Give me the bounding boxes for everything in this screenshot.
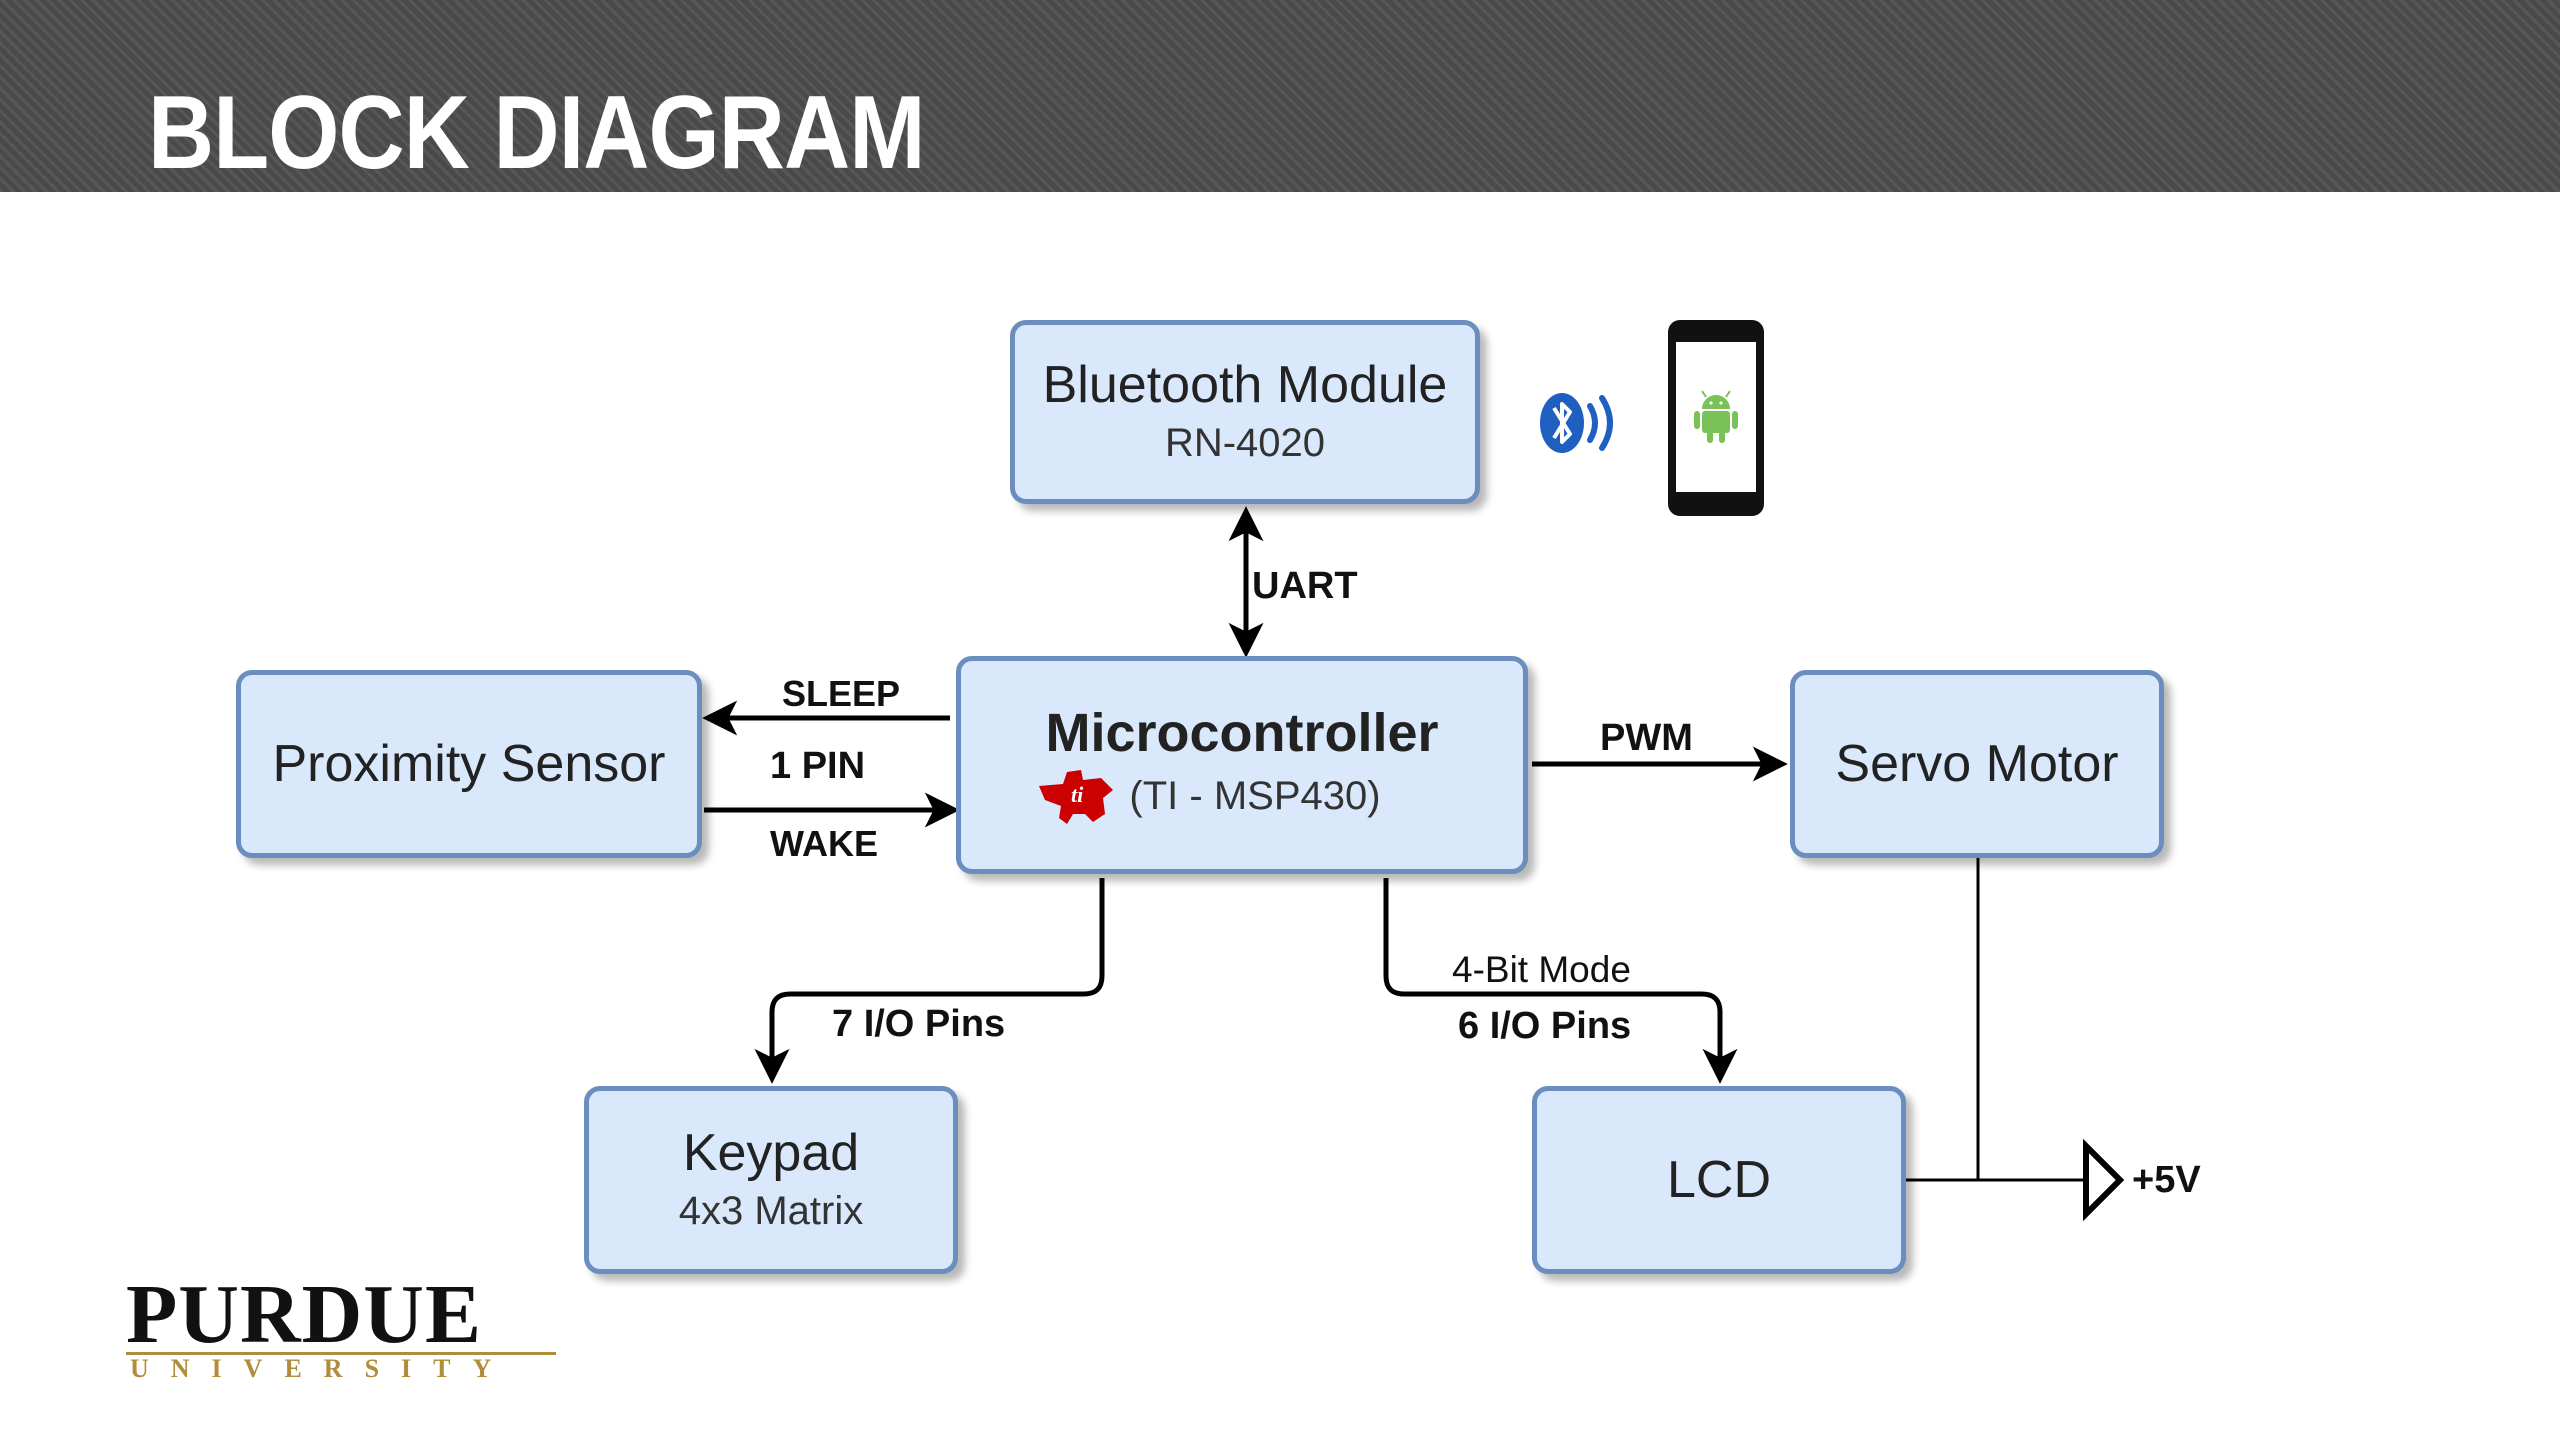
power-symbol-icon — [2083, 1138, 2125, 1222]
keypad-block: Keypad 4x3 Matrix — [584, 1086, 958, 1274]
one-pin-label: 1 PIN — [770, 745, 866, 787]
power-label: +5V — [2132, 1159, 2201, 1201]
lcd-mode-label: 4-Bit Mode — [1452, 949, 1631, 990]
svg-text:ti: ti — [1071, 782, 1084, 807]
proximity-sensor-title: Proximity Sensor — [272, 735, 666, 793]
bluetooth-icon — [1540, 393, 1613, 453]
bluetooth-module-title: Bluetooth Module — [1042, 356, 1448, 414]
pwm-label: PWM — [1600, 717, 1693, 759]
purdue-logo: PURDUE UNIVERSITY — [126, 1270, 556, 1390]
bluetooth-module-block: Bluetooth Module RN-4020 — [1010, 320, 1480, 504]
keypad-title: Keypad — [682, 1124, 860, 1182]
purdue-logo-rule — [126, 1352, 556, 1355]
keypad-subtitle: 4x3 Matrix — [678, 1189, 864, 1233]
microcontroller-block: Microcontroller ti (TI - MSP430) — [956, 656, 1528, 874]
slide-title: BLOCK DIAGRAM — [148, 75, 925, 191]
android-phone-icon — [1668, 320, 1764, 516]
lcd-connection — [1383, 878, 1738, 1084]
microcontroller-title: Microcontroller — [1045, 703, 1439, 763]
servo-motor-title: Servo Motor — [1835, 735, 2119, 793]
purdue-logo-subtitle: UNIVERSITY — [130, 1354, 514, 1383]
keypad-connection — [754, 878, 1105, 1084]
lcd-pins-label: 6 I/O Pins — [1458, 1005, 1632, 1047]
lcd-title: LCD — [1666, 1151, 1772, 1209]
bluetooth-module-subtitle: RN-4020 — [1164, 421, 1326, 465]
proximity-sensor-block: Proximity Sensor — [236, 670, 702, 858]
slide-header: BLOCK DIAGRAM — [0, 0, 2560, 192]
uart-label: UART — [1252, 565, 1358, 607]
keypad-pins-label: 7 I/O Pins — [832, 1003, 1006, 1045]
microcontroller-subtitle-row: ti (TI - MSP430) — [1039, 764, 1381, 828]
servo-motor-block: Servo Motor — [1790, 670, 2164, 858]
sleep-label: SLEEP — [782, 673, 901, 714]
wake-label: WAKE — [770, 823, 878, 864]
ti-logo-icon: ti — [1039, 770, 1114, 824]
lcd-block: LCD — [1532, 1086, 1906, 1274]
android-icon — [1694, 390, 1738, 443]
microcontroller-subtitle: (TI - MSP430) — [1129, 774, 1381, 818]
phone-screen — [1676, 342, 1756, 492]
purdue-logo-name: PURDUE — [126, 1268, 482, 1361]
